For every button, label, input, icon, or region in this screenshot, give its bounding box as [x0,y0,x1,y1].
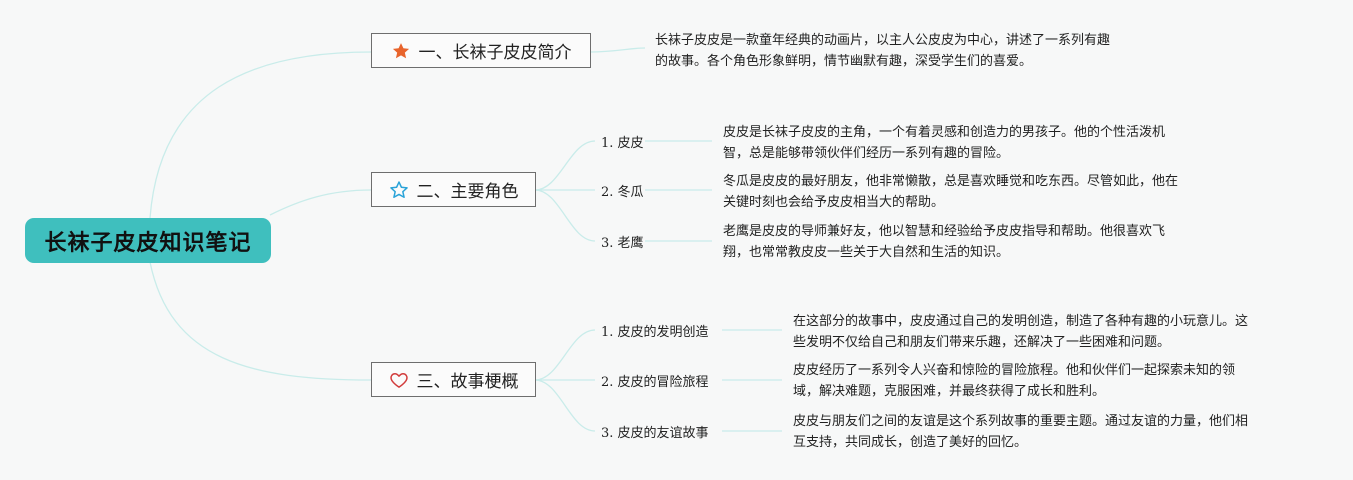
sub-pipi[interactable]: 1. 皮皮 [601,136,644,151]
sub-inventions[interactable]: 1. 皮皮的发明创造 [601,325,709,340]
link-b3-c1 [534,329,596,381]
heart-outline-icon [389,372,408,388]
branch-label: 三、故事梗概 [416,372,519,392]
sub-friendship[interactable]: 3. 皮皮的友谊故事 [601,426,709,441]
link-root-b1 [149,51,372,219]
note-laoying: 老鹰是皮皮的导师兼好友，他以智慧和经验给予皮皮指导和帮助。他很喜欢飞 翔，也常常… [723,224,1166,260]
link-b2-c3 [534,189,596,242]
note-friendship: 皮皮与朋友们之间的友谊是这个系列故事的重要主题。通过友谊的力量，他们相 互支持，… [793,414,1249,450]
link-b2-c1 [534,140,596,191]
star-outline-icon [389,180,408,198]
root-title: 长袜子皮皮知识笔记 [44,230,252,256]
note-adventures: 皮皮经历了一系列令人兴奋和惊险的冒险旅程。他和伙伴们一起探索未知的领 域，解决难… [793,363,1236,399]
sub-laoying[interactable]: 3. 老鹰 [601,236,644,251]
branch-label: 一、长袜子皮皮简介 [418,43,572,63]
note-inventions: 在这部分的故事中，皮皮通过自己的发明创造，制造了各种有趣的小玩意儿。这 些发明不… [793,314,1249,350]
sub-adventures[interactable]: 2. 皮皮的冒险旅程 [601,375,709,390]
note-introduction: 长袜子皮皮是一款童年经典的动画片，以主人公皮皮为中心，讲述了一系列有趣 的故事。… [655,33,1111,69]
branch-main-characters[interactable]: 二、主要角色 [371,172,536,207]
root-node[interactable]: 长袜子皮皮知识笔记 [25,218,271,263]
star-filled-icon [392,42,409,58]
link-root-b2 [269,189,372,216]
link-b3-c3 [534,379,596,432]
sub-donggua[interactable]: 2. 冬瓜 [601,185,644,200]
branch-introduction[interactable]: 一、长袜子皮皮简介 [371,33,591,68]
link-root-b3 [149,261,372,381]
note-donggua: 冬瓜是皮皮的最好朋友，他非常懒散，总是喜欢睡觉和吃东西。尽管如此，他在 关键时刻… [723,174,1179,210]
link-b1-note [589,47,646,53]
note-pipi: 皮皮是长袜子皮皮的主角，一个有着灵感和创造力的男孩子。他的个性活泼机 智，总是能… [723,125,1166,161]
branch-story-summary[interactable]: 三、故事梗概 [371,362,536,397]
branch-label: 二、主要角色 [416,182,519,202]
